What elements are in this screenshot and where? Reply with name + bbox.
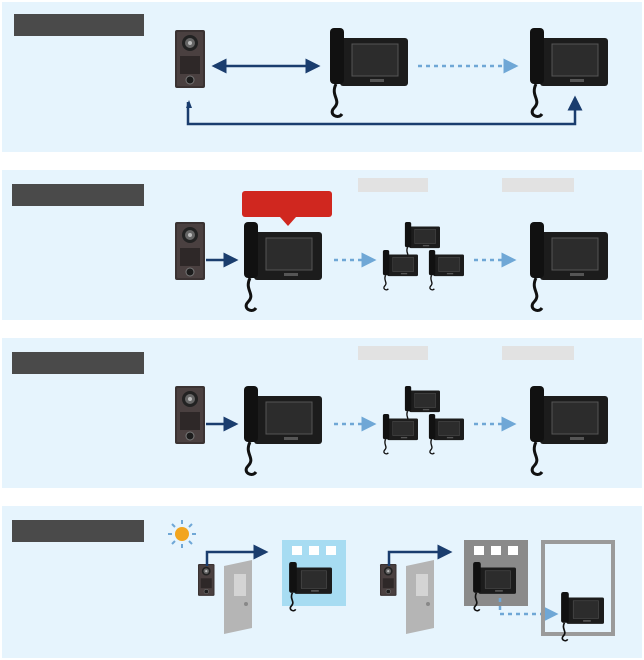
monitor-handset-icon — [330, 28, 408, 116]
monitor-handset-icon — [244, 386, 322, 474]
monitor-handset-icon — [530, 222, 608, 310]
door-station-icon — [198, 564, 215, 596]
monitor-handset-icon — [530, 28, 608, 116]
sun-icon — [168, 520, 196, 548]
door-icon — [406, 560, 434, 634]
return-connection-arrow — [188, 98, 575, 124]
door-station-icon — [175, 222, 205, 280]
monitor-group-icon — [383, 222, 464, 290]
monitor-handset-icon — [244, 222, 322, 310]
door-station-icon — [380, 564, 397, 596]
monitor-group-icon — [383, 386, 464, 454]
door-icon — [224, 560, 252, 634]
monitor-handset-icon — [530, 386, 608, 474]
moon-icon — [367, 524, 380, 544]
door-station-icon — [175, 30, 205, 88]
door-station-icon — [175, 386, 205, 444]
